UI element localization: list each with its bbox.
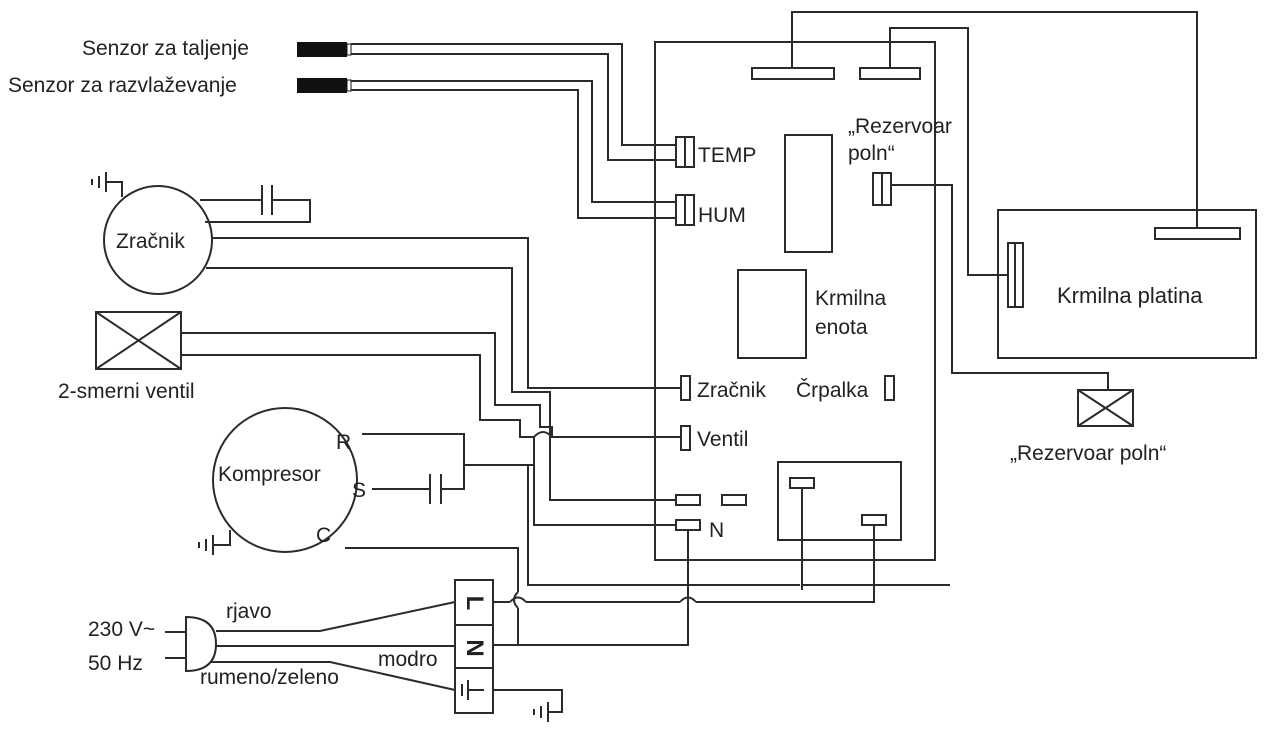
board-n-connector-top-right [721,494,747,506]
board-n-connector [675,519,701,531]
wire-brown [216,601,456,632]
compressor-ground-icon [198,530,231,555]
wire-comp-r [463,434,676,526]
board-pump-label: Črpalka [796,379,869,402]
wire-dehum-2 [351,89,676,219]
compressor-motor [212,407,358,553]
wire-fan-2 [206,267,676,501]
control-board-connector-top [1154,227,1241,240]
valve-label: 2-smerni ventil [58,380,195,403]
compressor-s-label: S [352,479,366,502]
tank-full-switch-cross-2 [1077,389,1134,427]
wire-yellow-green [210,661,456,691]
control-unit-label-1: Krmilna [815,287,887,310]
board-top-connector-2 [859,67,921,80]
tank-full-label-2: poln“ [848,142,895,165]
wire-melt-1 [351,43,676,146]
board-valve-label: Ventil [697,428,748,451]
wire-n-bus [493,530,689,646]
sensor-dehum-label: Senzor za razvlaževanje [8,74,237,97]
compressor-r-label: R [336,431,351,454]
wire-dehum-1 [351,80,676,203]
valve-cross-2 [95,311,182,370]
board-top-connector-1 [751,67,835,80]
compressor-label: Kompresor [218,463,321,486]
terminal-n: N [461,639,488,656]
sensor-dehum-tip [346,79,352,92]
wire-ground-out [493,689,563,713]
wire-top-outer [791,11,1198,228]
control-unit-block [737,269,807,359]
relay-connector-left [789,477,815,489]
temp-label: TEMP [698,144,756,167]
wire-melt-2 [351,53,676,161]
freq-label: 50 Hz [88,652,143,675]
wire-comp-c [345,547,519,592]
compressor-capacitor-icon [362,433,465,504]
wire-fan-1 [212,237,681,389]
wire-l-hump-1 [509,596,527,603]
board-n-label: N [709,519,724,542]
wire-comp-c-hump [513,591,519,609]
wire-comp-to-l [527,465,800,586]
board-valve-connector [680,425,691,451]
voltage-label: 230 V~ [88,618,155,641]
tank-full-ext-label: „Rezervoar poln“ [1010,442,1166,465]
relay-box [777,461,902,541]
fan-label: Zračnik [116,230,185,253]
board-pump-connector [884,375,895,401]
board-n-connector-top-left [675,494,701,506]
plug-icon [165,615,218,673]
brown-wire-label: rjavo [226,600,272,623]
fan-capacitor-icon [200,185,311,223]
control-unit-label-2: enota [815,316,868,339]
wire-l-bus-3 [696,525,875,603]
sensor-melt-tip [346,43,352,56]
sensor-melt-label: Senzor za taljenje [82,37,249,60]
sensor-melt-probe [297,42,347,57]
tank-full-label-1: „Rezervoar [848,115,952,138]
blue-wire-label: modro [378,648,438,671]
board-fan-label: Zračnik [697,379,766,402]
board-fan-connector [680,375,691,401]
external-ground-icon [533,702,549,722]
control-board-label: Krmilna platina [1057,283,1203,308]
wire-top-inner [889,27,1008,276]
terminal-l: L [461,596,488,611]
fan-motor [103,185,213,295]
yellow-green-wire-label: rumeno/zeleno [200,666,339,689]
wire-crossover-hump [533,431,553,438]
hum-label: HUM [698,204,746,227]
terminal-ground-icon [461,680,484,700]
sensor-dehum-probe [297,78,347,93]
compressor-c-label: C [316,524,331,547]
wire-valve-1 [181,332,681,438]
wire-tank-to-float [891,184,1109,390]
controller-chip [784,134,833,253]
relay-connector-right [861,514,887,526]
fan-ground-icon [91,172,123,197]
